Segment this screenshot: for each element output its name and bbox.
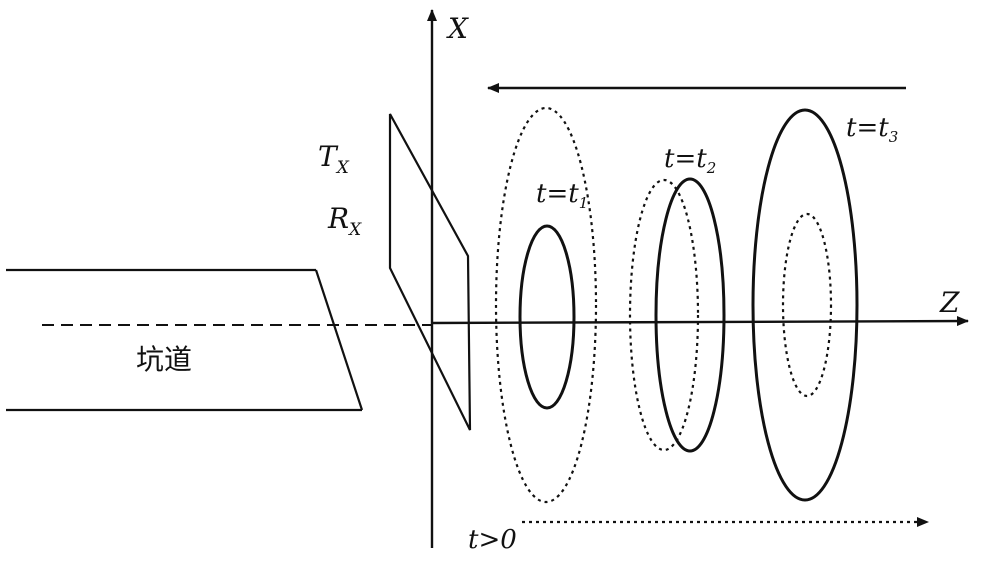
antenna-loop	[388, 113, 472, 431]
antenna: TX RX	[318, 113, 472, 431]
tunnel: 坑道	[6, 268, 432, 412]
ring-t2-solid	[654, 177, 726, 453]
time-arrow-label: t>0	[468, 525, 517, 555]
ring-group-t1: t=t1	[494, 106, 598, 504]
tunnel-face	[314, 269, 364, 411]
ring-t1-label: t=t1	[536, 179, 588, 212]
time-arrow-group: t>0	[468, 517, 929, 555]
axes: X Z	[427, 9, 969, 548]
ring-group-t3: t=t3	[751, 108, 898, 502]
z-axis-label: Z	[939, 286, 960, 319]
ring-t1-inner-solid	[518, 224, 576, 410]
x-axis-label: X	[446, 12, 469, 45]
ring-group-t2: t=t2	[628, 144, 726, 453]
ring-t2-label: t=t2	[664, 144, 716, 177]
z-axis	[431, 316, 969, 327]
ring-t1-outer-dotted	[494, 106, 598, 504]
ring-t2-dotted	[628, 178, 700, 452]
tunnel-label: 坑道	[136, 343, 192, 376]
ring-t3-outer-solid	[751, 108, 859, 502]
ring-t3-label: t=t3	[846, 113, 898, 146]
tx-label: TX	[318, 140, 350, 178]
ring-t3-inner-dotted	[781, 212, 833, 398]
rx-label: RX	[327, 202, 362, 240]
